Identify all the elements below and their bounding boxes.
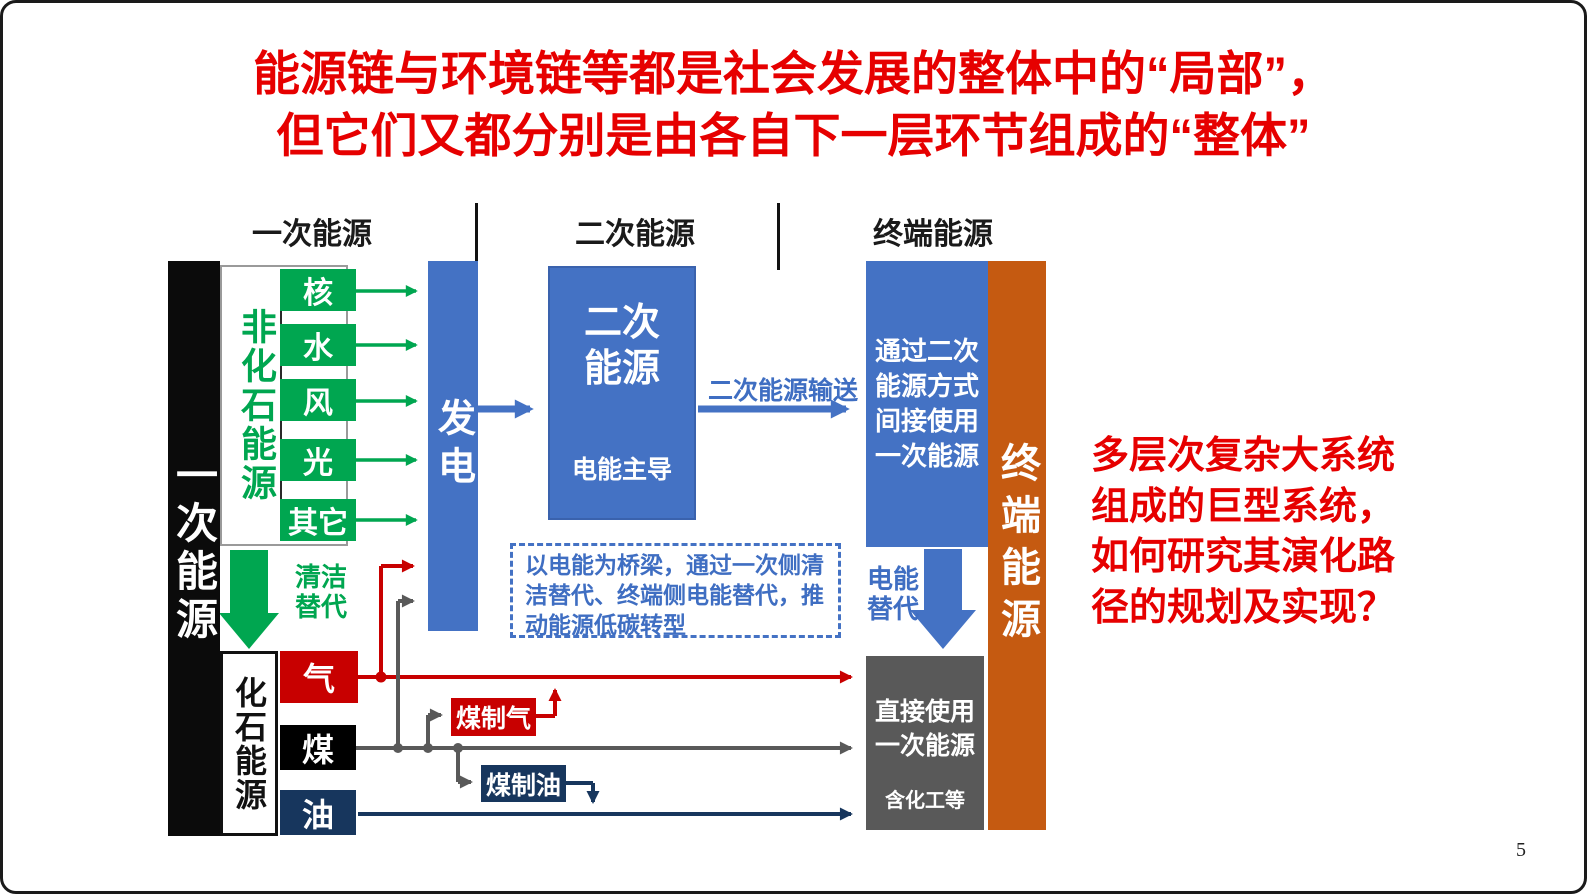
page-number: 5 — [1516, 839, 1526, 861]
slide-title: 能源链与环境链等都是社会发展的整体中的“局部”， 但它们又都分别是由各自下一层环… — [3, 43, 1584, 167]
column-header-primary: 一次能源 — [252, 218, 372, 251]
gas-box: 气 — [280, 651, 358, 703]
terminal-energy-bar: 终端能源 — [988, 261, 1046, 830]
coal-to-oil-box: 煤制油 — [481, 765, 566, 802]
generation-box: 发电 — [428, 261, 478, 631]
clean-substitution-arrow — [219, 550, 279, 649]
slide-title-line2: 但它们又都分别是由各自下一层环节组成的“整体” — [276, 109, 1311, 163]
source-box-wind: 风 — [280, 379, 356, 421]
column-divider-left — [475, 203, 478, 270]
primary-energy-bar-label: 一次能源 — [170, 452, 218, 645]
slide-title-line1: 能源链与环境链等都是社会发展的整体中的“局部”， — [253, 47, 1334, 100]
direct-use-text: 直接使用 一次能源 — [874, 698, 975, 760]
direct-use-note: 含化工等 — [885, 790, 965, 812]
direct-use-box: 直接使用 一次能源 含化工等 — [866, 656, 984, 830]
source-box-other: 其它 — [280, 499, 356, 541]
bridge-note-box: 以电能为桥梁，通过一次侧清 洁替代、终端侧电能替代，推 动能源低碳转型 — [510, 543, 841, 638]
column-header-secondary: 二次能源 — [575, 218, 695, 251]
primary-energy-bar: 一次能源 — [168, 261, 220, 836]
source-box-hydro: 水 — [280, 324, 356, 366]
clean-substitution-label: 清洁 替代 — [294, 562, 347, 622]
secondary-energy-title: 二次 能源 — [583, 302, 660, 391]
source-box-nuclear: 核 — [280, 269, 356, 311]
secondary-energy-box: 二次 能源 电能主导 — [548, 266, 696, 520]
transmission-label: 二次能源输送 — [707, 377, 858, 405]
column-header-terminal: 终端能源 — [873, 218, 993, 251]
fossil-energy-box: 化石能源 — [220, 651, 278, 836]
side-question-text: 多层次复杂大系统 组成的巨型系统， 如何研究其演化路 径的规划及实现？ — [1091, 435, 1396, 629]
terminal-energy-bar-label: 终端能源 — [995, 441, 1039, 650]
indirect-use-box: 通过二次 能源方式 间接使用 一次能源 — [866, 261, 988, 547]
electricity-substitution-label: 电能 替代 — [866, 564, 919, 624]
column-divider-right — [777, 203, 780, 270]
source-box-solar: 光 — [280, 439, 356, 481]
coal-to-gas-box: 煤制气 — [451, 698, 536, 736]
fossil-energy-label: 化石能源 — [231, 675, 267, 812]
generation-label: 发电 — [431, 398, 474, 494]
oil-box: 油 — [280, 790, 356, 835]
secondary-energy-subtitle: 电能主导 — [571, 456, 672, 484]
nonfossil-energy-label: 非化石能源 — [236, 308, 277, 503]
coal-box: 煤 — [280, 725, 356, 770]
